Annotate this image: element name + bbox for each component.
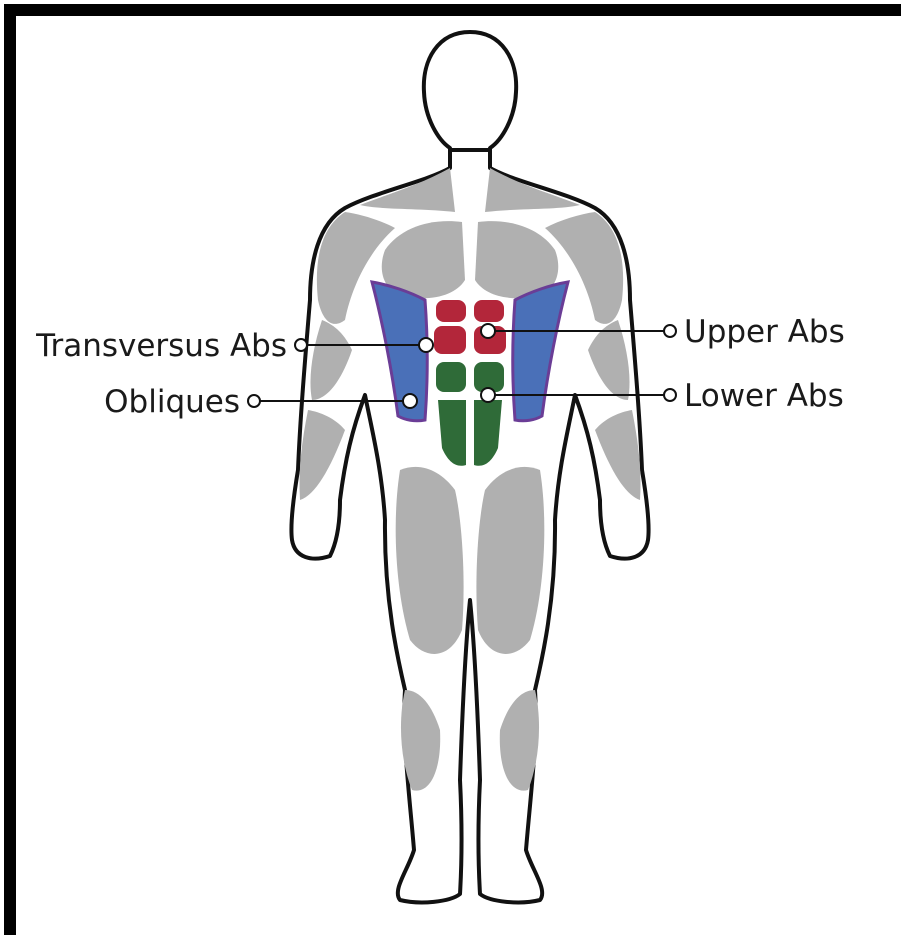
label-lower-abs: Lower Abs bbox=[684, 378, 844, 414]
right-trap bbox=[485, 168, 580, 212]
left-trap bbox=[360, 168, 455, 212]
body-figure bbox=[291, 32, 648, 902]
upper-ab-segment bbox=[434, 326, 466, 354]
transversus-abs-target-dot bbox=[419, 338, 433, 352]
frame-top bbox=[4, 4, 901, 16]
frame-left bbox=[4, 4, 16, 935]
upper-abs-target-dot bbox=[481, 324, 495, 338]
label-obliques: Obliques bbox=[104, 384, 240, 420]
lower-abs-end-dot bbox=[664, 389, 676, 401]
upper-ab-segment bbox=[436, 300, 466, 322]
label-upper-abs: Upper Abs bbox=[684, 314, 845, 350]
obliques-target-dot bbox=[403, 394, 417, 408]
lower-abs-target-dot bbox=[481, 388, 495, 402]
obliques-end-dot bbox=[248, 395, 260, 407]
upper-abs-end-dot bbox=[664, 325, 676, 337]
upper-ab-segment bbox=[474, 300, 504, 322]
transversus-abs-end-dot bbox=[295, 339, 307, 351]
lower-ab-segment bbox=[436, 362, 466, 392]
label-transversus-abs: Transversus Abs bbox=[35, 328, 287, 364]
